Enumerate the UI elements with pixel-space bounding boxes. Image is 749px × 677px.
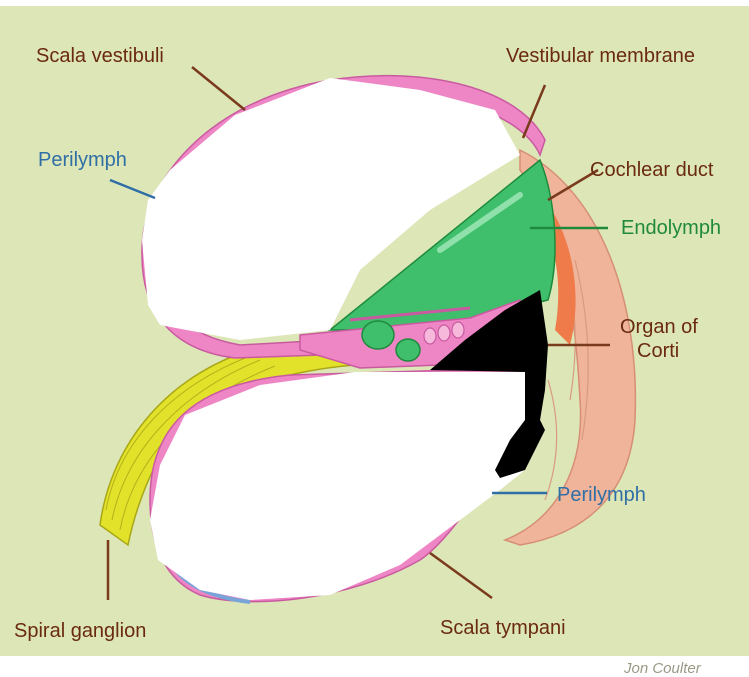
label-vestibular-membrane: Vestibular membrane: [506, 45, 695, 67]
hair-cell: [438, 325, 450, 341]
label-perilymph-lower: Perilymph: [557, 484, 646, 506]
label-organ-of-corti-line2: Corti: [637, 340, 679, 362]
hair-cell: [452, 322, 464, 338]
label-endolymph: Endolymph: [621, 217, 721, 239]
hair-cell: [424, 328, 436, 344]
corti-cell: [396, 339, 420, 361]
label-organ-of-corti-line1: Organ of: [620, 316, 698, 338]
label-cochlear-duct: Cochlear duct: [590, 159, 714, 181]
label-scala-vestibuli: Scala vestibuli: [36, 45, 164, 67]
label-scala-tympani: Scala tympani: [440, 617, 566, 639]
label-perilymph-upper: Perilymph: [38, 149, 127, 171]
corti-cell: [362, 321, 394, 349]
label-spiral-ganglion: Spiral ganglion: [14, 620, 146, 642]
credit-text: Jon Coulter: [623, 660, 702, 677]
